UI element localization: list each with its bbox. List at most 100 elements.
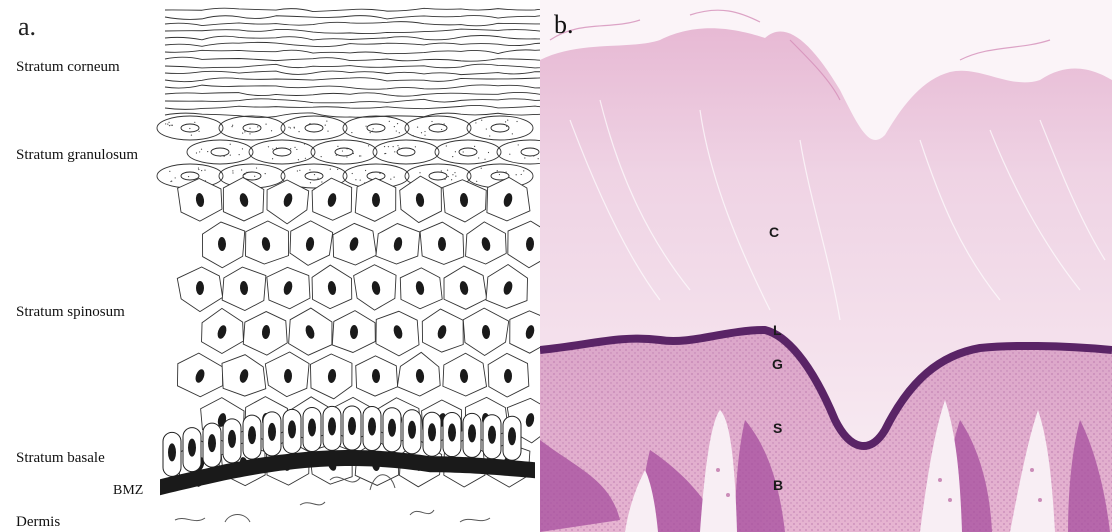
granule-dot: [268, 146, 269, 147]
granule-dot: [390, 178, 391, 179]
granule-dot: [373, 128, 374, 129]
corneum-line: [165, 36, 540, 40]
granule-dot: [475, 120, 476, 121]
corneum-line: [165, 42, 540, 46]
corneum-line: [165, 64, 540, 68]
granule-dot: [198, 167, 199, 168]
granule-dot: [394, 151, 395, 152]
granule-dot: [256, 167, 257, 168]
granule-dot: [481, 168, 482, 169]
granule-dot: [518, 144, 519, 145]
basal-nucleus: [188, 439, 196, 457]
granule-dot: [397, 152, 398, 153]
basal-nucleus: [508, 427, 516, 445]
granule-dot: [172, 125, 173, 126]
granule-dot: [488, 152, 489, 153]
dermis-fiber: [460, 518, 490, 522]
label-stratum-spinosum: Stratum spinosum: [16, 304, 125, 321]
granule-dot: [305, 158, 306, 159]
spinous-nucleus: [284, 369, 292, 383]
label-s: S: [773, 420, 782, 436]
granule-dot: [265, 123, 266, 124]
granule-dot: [506, 171, 507, 172]
granule-dot: [242, 132, 243, 133]
granule-dot: [271, 130, 272, 131]
granule-dot: [167, 124, 168, 125]
granule-dot: [388, 146, 389, 147]
granule-dot: [396, 130, 397, 131]
granule-dot: [452, 156, 453, 157]
dermis-fiber: [300, 502, 325, 505]
corneum-line: [165, 50, 540, 54]
granule-dot: [368, 145, 369, 146]
granule-dot: [321, 156, 322, 157]
stratum-corneum-drawing: [165, 8, 540, 117]
granule-dot: [232, 172, 233, 173]
granule-dot: [484, 159, 485, 160]
granular-nucleus: [273, 148, 291, 156]
granule-dot: [310, 182, 311, 183]
corneum-line: [165, 105, 540, 109]
basal-nucleus: [408, 421, 416, 439]
granule-dot: [524, 157, 525, 158]
granule-dot: [250, 123, 251, 124]
granular-nucleus: [181, 172, 199, 180]
granule-dot: [352, 173, 353, 174]
granular-nucleus: [521, 148, 539, 156]
corneum-line: [165, 92, 540, 96]
granule-dot: [516, 174, 517, 175]
granule-dot: [249, 133, 250, 134]
granule-dot: [481, 120, 482, 121]
granule-dot: [417, 127, 418, 128]
granule-dot: [230, 144, 231, 145]
corneum-line: [165, 78, 540, 82]
granule-dot: [446, 145, 447, 146]
granule-dot: [299, 170, 300, 171]
granule-dot: [241, 169, 242, 170]
granular-nucleus: [367, 124, 385, 132]
granule-dot: [460, 154, 461, 155]
granule-dot: [384, 153, 385, 154]
granule-dot: [523, 170, 524, 171]
corneum-line: [165, 71, 540, 75]
granule-dot: [298, 159, 299, 160]
label-stratum-corneum: Stratum corneum: [16, 59, 120, 76]
basal-nucleus: [288, 420, 296, 438]
granule-dot: [399, 132, 400, 133]
granule-dot: [394, 177, 395, 178]
granule-dot: [512, 133, 513, 134]
granule-dot: [232, 170, 233, 171]
granule-dot: [198, 131, 199, 132]
granule-dot: [330, 168, 331, 169]
granule-dot: [365, 126, 366, 127]
granule-dot: [397, 145, 398, 146]
granule-dot: [336, 155, 337, 156]
granule-dot: [249, 128, 250, 129]
granular-nucleus: [211, 148, 229, 156]
granule-dot: [244, 131, 245, 132]
dermis-fiber: [225, 515, 250, 523]
granule-dot: [308, 124, 309, 125]
granule-dot: [194, 122, 195, 123]
granule-dot: [169, 171, 170, 172]
granule-dot: [288, 127, 289, 128]
granule-dot: [272, 148, 273, 149]
basal-nucleus: [228, 430, 236, 448]
granule-dot: [538, 158, 539, 159]
spinous-cell: [510, 311, 540, 353]
label-b: B: [773, 477, 783, 493]
granule-dot: [290, 148, 291, 149]
granule-dot: [276, 147, 277, 148]
granule-dot: [533, 155, 534, 156]
granule-dot: [294, 127, 295, 128]
granule-dot: [451, 179, 452, 180]
granule-dot: [438, 123, 439, 124]
granule-dot: [309, 169, 310, 170]
label-stratum-basale: Stratum basale: [16, 450, 105, 467]
corneum-line: [165, 113, 540, 118]
granule-dot: [507, 120, 508, 121]
granule-dot: [430, 129, 431, 130]
granule-dot: [168, 122, 169, 123]
granule-dot: [199, 151, 200, 152]
granule-dot: [355, 179, 356, 180]
